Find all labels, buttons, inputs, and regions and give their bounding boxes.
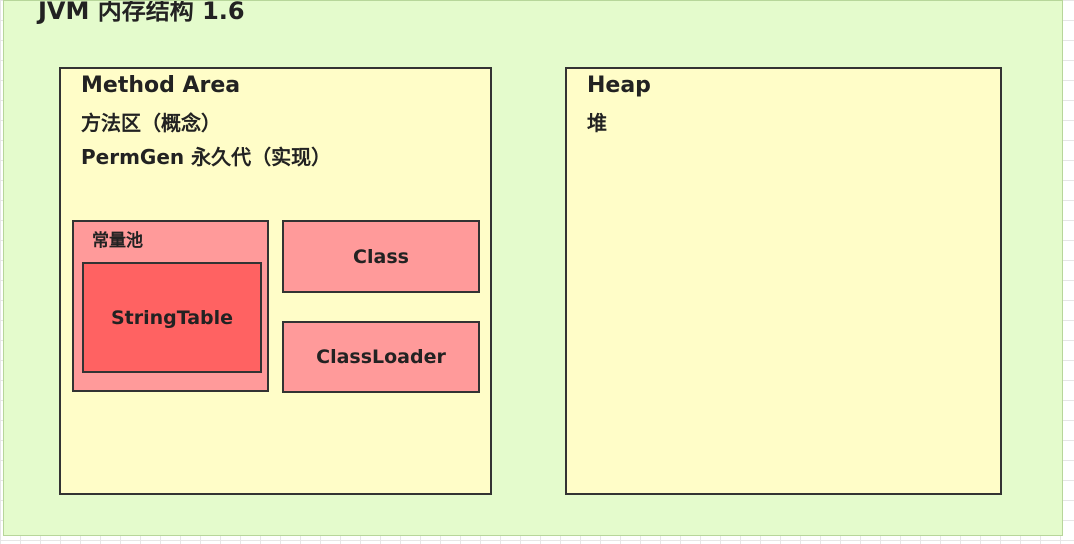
constant-pool-box: 常量池 StringTable [72,220,269,392]
method-area-subtitle-concept: 方法区（概念） [81,111,221,135]
heap-subtitle: 堆 [587,111,607,135]
class-box: Class [282,220,480,293]
heap-title: Heap [587,73,651,98]
diagram-title: JVM 内存结构 1.6 [38,0,245,25]
method-area-title: Method Area [81,73,241,98]
heap-box: Heap 堆 [565,67,1002,495]
string-table-box: StringTable [82,262,262,373]
method-area-subtitle-permgen: PermGen 永久代（实现） [81,145,332,169]
method-area-box: Method Area 方法区（概念） PermGen 永久代（实现） 常量池 … [59,67,492,495]
constant-pool-label: 常量池 [92,231,143,251]
classloader-box: ClassLoader [282,321,480,393]
diagram-canvas: JVM 内存结构 1.6 Method Area 方法区（概念） PermGen… [3,0,1063,536]
